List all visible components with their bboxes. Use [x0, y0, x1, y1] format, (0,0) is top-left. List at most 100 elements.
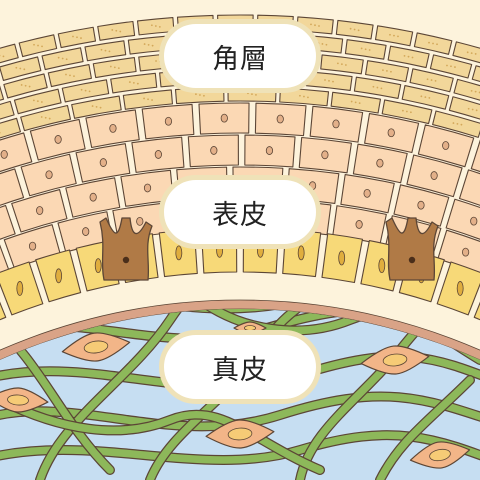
cell-granule [401, 109, 404, 112]
spinous-cell [0, 132, 33, 173]
cell-granule [336, 62, 339, 65]
cell-granule [65, 58, 68, 61]
cell-granule [407, 55, 410, 58]
cell-granule [454, 66, 456, 68]
cell-granule [332, 80, 334, 83]
fibroblast-nucleus [227, 427, 253, 441]
melanocyte-right [385, 217, 439, 281]
cell-granule [424, 96, 427, 99]
cell-granule [100, 48, 103, 51]
cell-nucleus [265, 146, 274, 155]
cell-nucleus [456, 281, 464, 296]
cell-granule [155, 60, 157, 62]
cell-granule [195, 93, 197, 96]
cell-granule [150, 24, 153, 27]
horny-cell [0, 100, 15, 120]
cell-nucleus [276, 114, 284, 124]
cell-granule [430, 79, 433, 81]
cell-nucleus [442, 141, 450, 150]
cell-granule [108, 50, 111, 53]
cell-nucleus [164, 116, 173, 126]
cell-granule [403, 54, 406, 57]
cell-granule [364, 48, 367, 51]
cell-granule [20, 84, 23, 86]
cell-granule [456, 122, 459, 125]
cell-granule [44, 116, 47, 119]
cell-granule [428, 41, 430, 44]
cell-granule [2, 55, 5, 58]
cell-granule [470, 89, 473, 92]
fibroblast [0, 387, 49, 413]
cell-granule [389, 33, 391, 36]
spinous-cell [0, 204, 16, 240]
cell-granule [450, 65, 452, 68]
cell-nucleus [54, 135, 62, 144]
fibroblast-nucleus [7, 394, 29, 406]
cell-granule [143, 43, 146, 45]
fibroblast-nucleus [83, 340, 109, 354]
cell-granule [84, 89, 87, 92]
cell-nucleus [28, 241, 37, 251]
cell-granule [255, 93, 257, 96]
horny-cell [453, 78, 480, 101]
melanocyte-nucleus [122, 256, 130, 264]
cell-granule [299, 94, 301, 97]
cell-granule [72, 35, 74, 38]
horny-layer-label: 角層 [159, 19, 321, 93]
cell-granule [474, 90, 477, 93]
cell-nucleus [462, 247, 470, 257]
cell-nucleus [16, 281, 24, 296]
cell-nucleus [376, 158, 384, 168]
cell-granule [357, 29, 360, 32]
cell-granule [154, 25, 157, 27]
cell-nucleus [338, 250, 346, 266]
cell-granule [0, 131, 1, 134]
cell-granule [474, 53, 477, 55]
cell-granule [36, 100, 39, 103]
cell-granule [411, 56, 414, 59]
epidermis-label: 表皮 [159, 175, 321, 249]
cell-granule [147, 43, 150, 46]
cell-granule [203, 94, 205, 97]
cell-granule [99, 106, 102, 109]
cell-nucleus [89, 192, 97, 202]
cell-nucleus [430, 171, 438, 180]
cell-granule [95, 105, 98, 108]
cell-granule [109, 65, 112, 68]
cell-granule [28, 85, 31, 88]
cell-granule [111, 29, 114, 31]
cell-granule [65, 73, 67, 76]
cell-granule [310, 23, 312, 26]
cell-nucleus [363, 188, 371, 198]
cell-granule [115, 29, 118, 32]
cell-granule [119, 30, 122, 33]
fibroblast [205, 419, 275, 449]
spinous-cell [445, 198, 480, 240]
cell-granule [23, 68, 26, 71]
cell-nucleus [387, 128, 395, 138]
fibroblast [61, 332, 131, 362]
horny-cell [0, 117, 21, 139]
cell-nucleus [36, 206, 44, 215]
cell-granule [376, 86, 379, 89]
cell-granule [428, 97, 431, 99]
cell-granule [328, 79, 330, 82]
cell-granule [420, 95, 423, 98]
cell-granule [76, 36, 78, 39]
cell-nucleus [55, 268, 63, 284]
cell-granule [390, 70, 392, 73]
cell-nucleus [321, 150, 329, 160]
cell-nucleus [45, 170, 53, 180]
cell-granule [80, 37, 82, 39]
cell-nucleus [210, 146, 218, 155]
collagen-fiber [0, 396, 324, 474]
cell-granule [354, 101, 357, 104]
spinous-cell [470, 139, 480, 173]
cell-nucleus [0, 149, 8, 159]
melanocyte-nucleus [408, 256, 416, 264]
cell-granule [321, 43, 324, 45]
cell-granule [24, 84, 27, 87]
spinous-cell [458, 169, 480, 206]
cell-granule [113, 66, 116, 69]
cell-granule [37, 44, 39, 47]
